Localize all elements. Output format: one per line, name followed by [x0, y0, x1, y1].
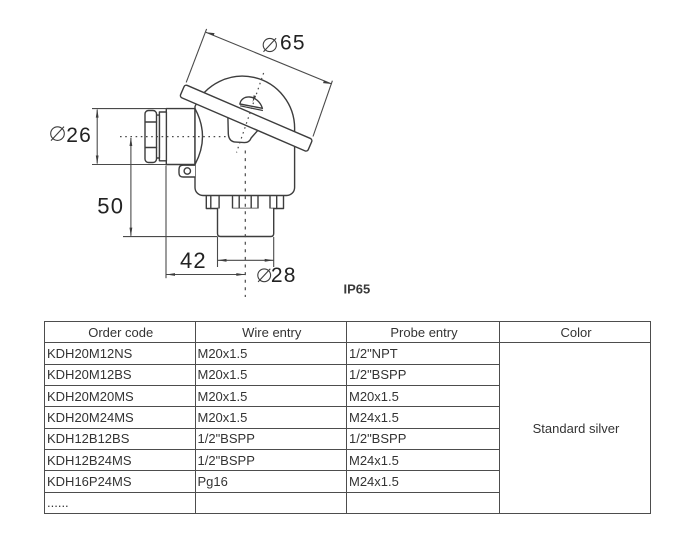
svg-text:50: 50: [97, 193, 124, 218]
svg-text:42: 42: [180, 248, 207, 273]
svg-text:26: 26: [66, 124, 92, 147]
svg-text:IP65: IP65: [344, 281, 371, 296]
svg-text:65: 65: [280, 32, 306, 55]
svg-text:28: 28: [271, 264, 297, 287]
